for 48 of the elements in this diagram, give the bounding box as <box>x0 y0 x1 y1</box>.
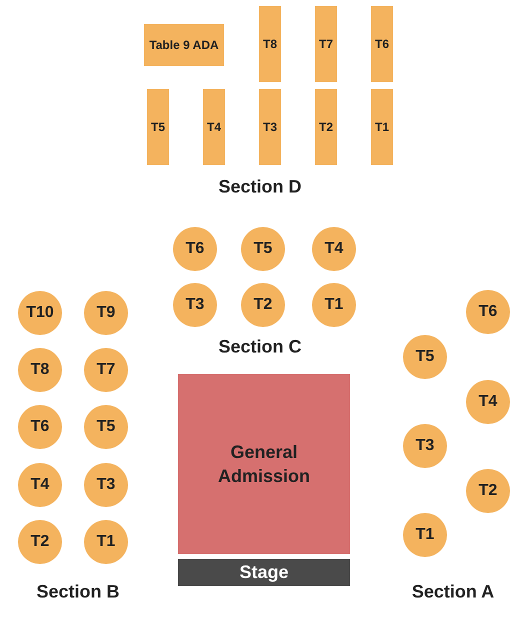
section-label: Section B <box>36 580 120 604</box>
section-label: Section C <box>218 336 302 358</box>
table-label: T7 <box>318 37 333 51</box>
table-label: T3 <box>96 475 116 495</box>
section-label: Section D <box>218 176 302 198</box>
table-label: T8 <box>262 37 277 51</box>
section-label: Section A <box>412 580 494 604</box>
table-label: T7 <box>96 360 116 380</box>
table-label: T6 <box>374 37 389 51</box>
table-label: T2 <box>254 295 272 315</box>
table-label: T3 <box>186 295 204 315</box>
table-label: T4 <box>324 239 344 259</box>
table-label: T8 <box>30 360 50 380</box>
stage <box>178 559 350 586</box>
table-label: T4 <box>30 475 50 495</box>
table-label: T4 <box>478 392 498 412</box>
table-rect <box>259 89 281 165</box>
table-label: Stage <box>239 561 289 584</box>
table-label: T3 <box>262 120 277 134</box>
table-label: T2 <box>30 532 50 552</box>
table-label: T1 <box>416 525 434 545</box>
table-rect <box>259 6 281 82</box>
table-label: General Admission <box>216 441 311 488</box>
table-label: T6 <box>478 302 498 322</box>
table-rect <box>371 6 393 82</box>
table-label: T1 <box>374 120 389 134</box>
table-label: T10 <box>26 303 54 323</box>
table-label: T1 <box>96 532 116 552</box>
table-label: T2 <box>318 120 333 134</box>
table-rect <box>371 89 393 165</box>
table-rect <box>144 24 224 66</box>
table-label: T9 <box>96 303 116 323</box>
table-rect <box>203 89 225 165</box>
table-label: Table 9 ADA <box>149 38 219 52</box>
table-label: T1 <box>324 295 344 315</box>
table-label: T5 <box>416 347 434 367</box>
table-label: T6 <box>30 417 50 437</box>
table-label: T3 <box>416 436 434 456</box>
table-rect <box>315 89 337 165</box>
table-rect <box>315 6 337 82</box>
table-rect <box>147 89 169 165</box>
table-label: T5 <box>150 120 165 134</box>
general-admission-area <box>178 374 350 554</box>
table-label: T5 <box>254 239 272 259</box>
table-label: T6 <box>186 239 204 259</box>
table-label: T2 <box>478 481 498 501</box>
table-label: T4 <box>206 120 221 134</box>
table-label: T5 <box>96 417 116 437</box>
